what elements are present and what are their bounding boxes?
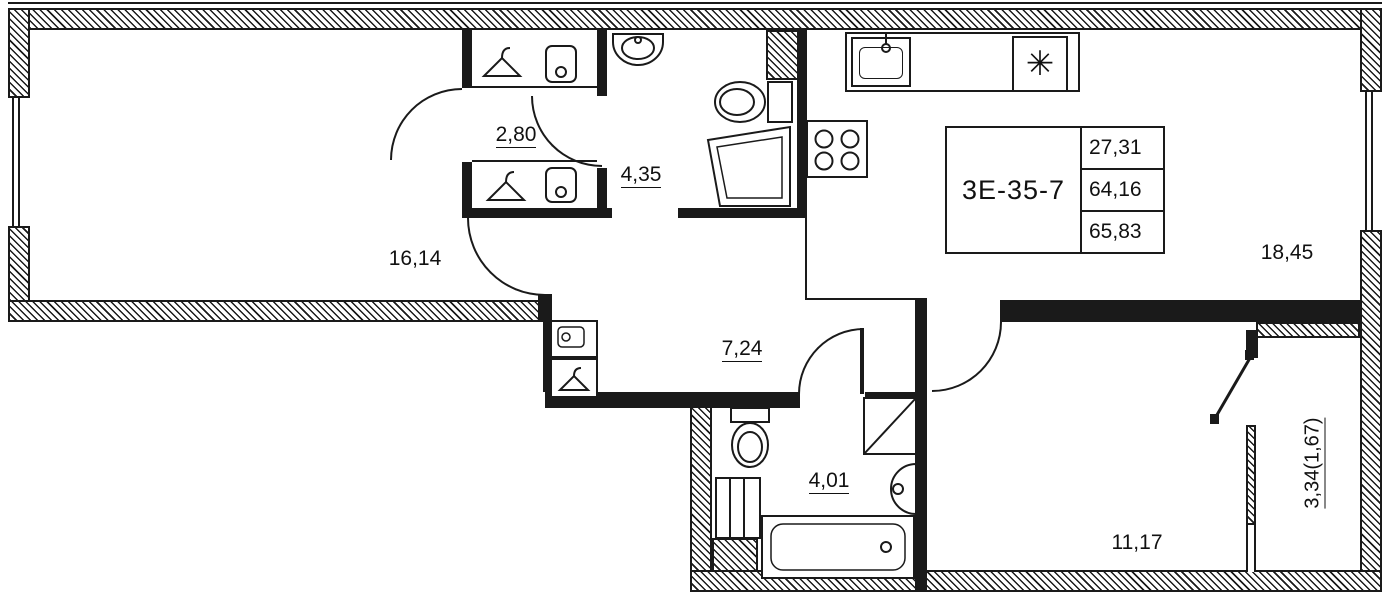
wall-segment	[462, 208, 612, 218]
wall-segment	[1000, 300, 1360, 322]
shelf-icon	[545, 167, 577, 203]
wall-segment	[8, 8, 1382, 30]
room-area-living: 16,14	[388, 247, 442, 270]
window-pane-line	[1371, 92, 1373, 230]
wall-segment	[712, 538, 758, 572]
info-table: 3Е-35-7 27,31 64,16 65,83	[945, 126, 1165, 254]
hanger-icon	[557, 367, 591, 391]
wall-segment	[1256, 322, 1360, 338]
zone-line	[805, 298, 927, 300]
balcony-door-leaf	[1210, 350, 1254, 424]
wall-segment	[462, 30, 472, 88]
wall-segment	[1360, 8, 1382, 92]
wall-segment	[8, 8, 30, 98]
wardrobe-shelf-line	[472, 160, 597, 162]
room-area-bath-upper: 4,35	[620, 163, 662, 188]
window-pane-line	[18, 98, 20, 226]
appliance-icon	[557, 326, 585, 348]
room-area-wardrobe: 2,80	[495, 123, 537, 148]
bathtub-icon	[761, 515, 915, 579]
wall-segment	[690, 400, 712, 572]
wall-segment	[1360, 230, 1382, 592]
vent-star-box: ✳	[1012, 36, 1068, 92]
window-pane-line	[12, 98, 14, 226]
sink-icon	[890, 462, 917, 516]
wall-segment	[462, 162, 472, 218]
apartment-type-cell: 3Е-35-7	[947, 128, 1082, 252]
washing-machine-icon	[863, 397, 917, 455]
closet-box	[550, 358, 598, 398]
area-value-cell: 27,31	[1082, 128, 1163, 170]
toilet-icon	[714, 81, 793, 123]
sink-icon	[612, 33, 664, 66]
balcony-window	[1246, 525, 1256, 572]
apartment-type-label: 3Е-35-7	[961, 174, 1066, 205]
wall-segment	[538, 294, 552, 322]
wall-segment	[712, 392, 800, 408]
vent-shaft	[766, 30, 802, 80]
wall-face-line	[8, 2, 1382, 4]
kitchen-sink-basin	[859, 47, 903, 79]
wall-segment	[597, 30, 607, 96]
corner-tub-icon	[706, 125, 791, 207]
room-area-balcony: 3,34(1,67)	[1301, 416, 1326, 509]
area-value-cell: 64,16	[1082, 170, 1163, 212]
wall-segment	[8, 300, 548, 322]
wall-segment	[543, 322, 553, 392]
wardrobe-shelf-line	[472, 86, 597, 88]
faucet-icon	[881, 34, 891, 53]
hanger-icon	[485, 171, 527, 201]
room-area-kitchen-living: 18,45	[1260, 241, 1314, 264]
toilet-icon	[730, 407, 770, 468]
wall-segment	[915, 300, 927, 592]
wall-segment	[797, 30, 807, 218]
wall-segment	[678, 208, 807, 218]
shelf-icon	[545, 45, 577, 83]
burner-icon	[814, 129, 860, 171]
wall-segment	[1246, 425, 1256, 525]
wall-segment	[597, 168, 607, 218]
stove	[806, 120, 868, 178]
area-value-cell: 65,83	[1089, 220, 1142, 243]
room-area-bedroom: 11,17	[1111, 531, 1163, 554]
vent-star-icon: ✳	[1025, 45, 1055, 83]
hanger-icon	[481, 47, 523, 77]
zone-line	[805, 218, 807, 300]
window-pane-line	[1365, 92, 1367, 230]
room-area-bath-lower: 4,01	[808, 469, 850, 494]
room-area-hallway: 7,24	[721, 337, 763, 362]
shaft-icon	[715, 477, 761, 539]
